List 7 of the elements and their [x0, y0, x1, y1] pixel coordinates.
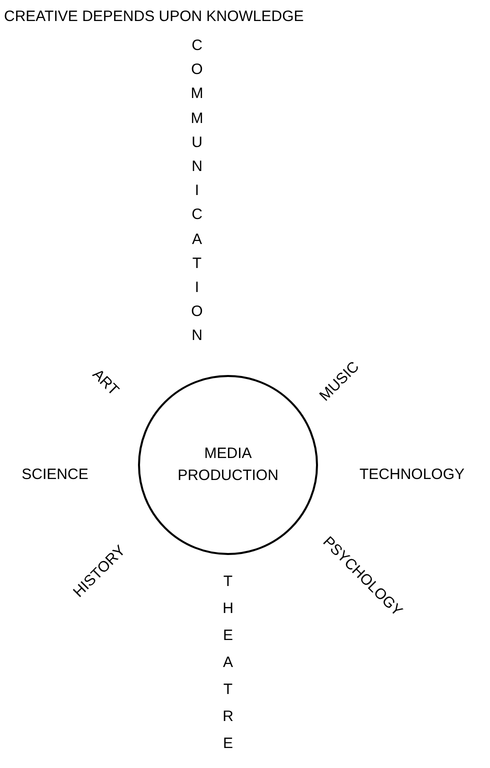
vertical-label: COMMUNICATION	[190, 36, 204, 346]
topic-label: TECHNOLOGY	[360, 464, 464, 485]
node-text: MEDIA PRODUCTION	[176, 444, 280, 486]
topic-label: SCIENCE	[22, 464, 88, 485]
title: CREATIVE DEPENDS UPON KNOWLEDGE	[4, 7, 304, 27]
topic-label: ART	[88, 364, 124, 401]
vertical-label: THEATRE	[222, 572, 234, 754]
